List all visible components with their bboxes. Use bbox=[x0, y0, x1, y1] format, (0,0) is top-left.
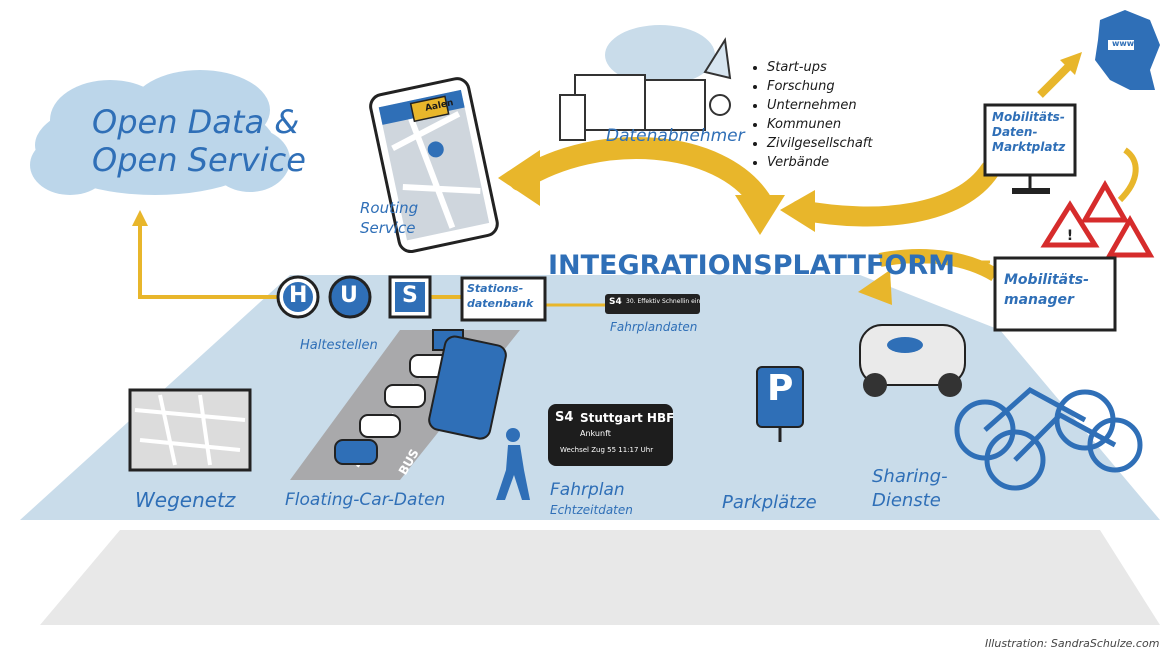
parking-sign-letter: P bbox=[767, 368, 794, 409]
arrow-left-icon-3 bbox=[858, 270, 892, 305]
arrow-up-icon-2 bbox=[1060, 52, 1082, 75]
departure-board bbox=[548, 404, 673, 466]
cloud-title: Open Data & Open Service bbox=[92, 103, 306, 179]
fahrplan-line-1: Fahrplan bbox=[550, 480, 625, 500]
open-data-cloud bbox=[30, 70, 290, 195]
road-with-traffic bbox=[290, 329, 520, 480]
marketplace-monitor bbox=[983, 103, 1077, 194]
consumer-buildings bbox=[559, 25, 732, 141]
routing-line-2: Service bbox=[360, 219, 416, 237]
station-db-line-1: Stations- bbox=[467, 282, 524, 295]
board-time: Wechsel Zug 55 11:17 Uhr bbox=[560, 446, 654, 454]
cloud-connector-arrow bbox=[138, 220, 280, 299]
manager-arrow bbox=[878, 249, 999, 282]
floating-car-label: Floating-Car-Daten bbox=[285, 490, 446, 510]
marketplace-arrow bbox=[790, 160, 1000, 227]
consumers-label: Datenabnehmer bbox=[606, 126, 745, 146]
illustration-credit: Illustration: SandraSchulze.com bbox=[985, 637, 1160, 650]
cloud-line-2: Open Service bbox=[92, 141, 306, 179]
mini-board-code: S4 bbox=[609, 297, 622, 307]
manager-box bbox=[993, 256, 1117, 332]
consumer-item: Unternehmen bbox=[767, 96, 872, 115]
consumer-item: Zivilgesellschaft bbox=[767, 134, 872, 153]
board-line: S4 bbox=[555, 410, 574, 425]
fahrplan-line-2: Echtzeitdaten bbox=[550, 503, 633, 517]
svg-text:!: ! bbox=[1067, 228, 1073, 244]
stop-letter-s: S bbox=[402, 283, 418, 308]
germany-www-tag: www bbox=[1112, 39, 1135, 48]
mini-timetable-board bbox=[605, 294, 700, 314]
board-destination: Stuttgart HBF bbox=[580, 411, 675, 425]
marketplace-line-3: Marktplatz bbox=[992, 140, 1066, 154]
stop-letter-h: H bbox=[289, 283, 308, 308]
board-sub: Ankunft bbox=[580, 429, 611, 438]
sharing-bikes bbox=[954, 386, 1143, 491]
manager-line-2: manager bbox=[1004, 292, 1074, 308]
street-map-icon bbox=[128, 388, 252, 472]
sharing-label: Sharing- Dienste bbox=[872, 465, 948, 513]
sharing-line-2: Dienste bbox=[872, 490, 941, 511]
arrow-left-icon bbox=[498, 150, 540, 206]
station-db-label: Stations- datenbank bbox=[467, 281, 533, 311]
stops-label: Haltestellen bbox=[300, 338, 378, 353]
consumer-item: Forschung bbox=[767, 77, 872, 96]
pedestrian-icon bbox=[496, 428, 530, 500]
arrow-left-icon-2 bbox=[780, 190, 815, 232]
consumer-item: Kommunen bbox=[767, 115, 872, 134]
consumer-item: Start-ups bbox=[767, 58, 872, 77]
mini-board-text: 30. Effektiv Schnellin ein bbox=[626, 298, 701, 305]
sharing-car bbox=[859, 324, 966, 397]
warning-signs: ! bbox=[1040, 179, 1155, 258]
parking-sign bbox=[756, 366, 804, 442]
floor-shadow bbox=[40, 530, 1160, 625]
station-db-box bbox=[460, 276, 547, 322]
stop-letter-u: U bbox=[340, 283, 358, 308]
manager-line-1: Mobilitäts- bbox=[1004, 272, 1089, 288]
routing-service-label: Routing Service bbox=[360, 198, 418, 238]
arrow-up-icon bbox=[132, 210, 148, 226]
parking-label: Parkplätze bbox=[722, 492, 817, 513]
marketplace-line-1: Mobilitäts- bbox=[992, 110, 1065, 124]
arrow-down-icon bbox=[735, 195, 785, 235]
routing-line-1: Routing bbox=[360, 199, 419, 217]
station-db-line-2: datenbank bbox=[467, 297, 534, 310]
timetable-label: Fahrplandaten bbox=[610, 320, 698, 334]
wegenetz-label: Wegenetz bbox=[135, 488, 236, 512]
platform-title: INTEGRATIONSPLATTFORM bbox=[548, 250, 956, 281]
sharing-line-1: Sharing- bbox=[872, 466, 948, 487]
marketplace-line-2: Daten- bbox=[992, 125, 1038, 139]
cloud-line-1: Open Data & bbox=[92, 103, 300, 141]
consumers-list: Start-upsForschungUnternehmenKommunenZiv… bbox=[755, 58, 872, 172]
routing-phone bbox=[369, 77, 499, 254]
stop-signs bbox=[276, 275, 432, 319]
fahrplan-label: Fahrplan Echtzeitdaten bbox=[550, 480, 633, 520]
manager-label: Mobilitäts- manager bbox=[1004, 270, 1089, 310]
consumer-item: Verbände bbox=[767, 153, 872, 172]
consumer-arrow bbox=[509, 137, 771, 211]
marketplace-label: Mobilitäts- Daten- Marktplatz bbox=[992, 110, 1065, 155]
